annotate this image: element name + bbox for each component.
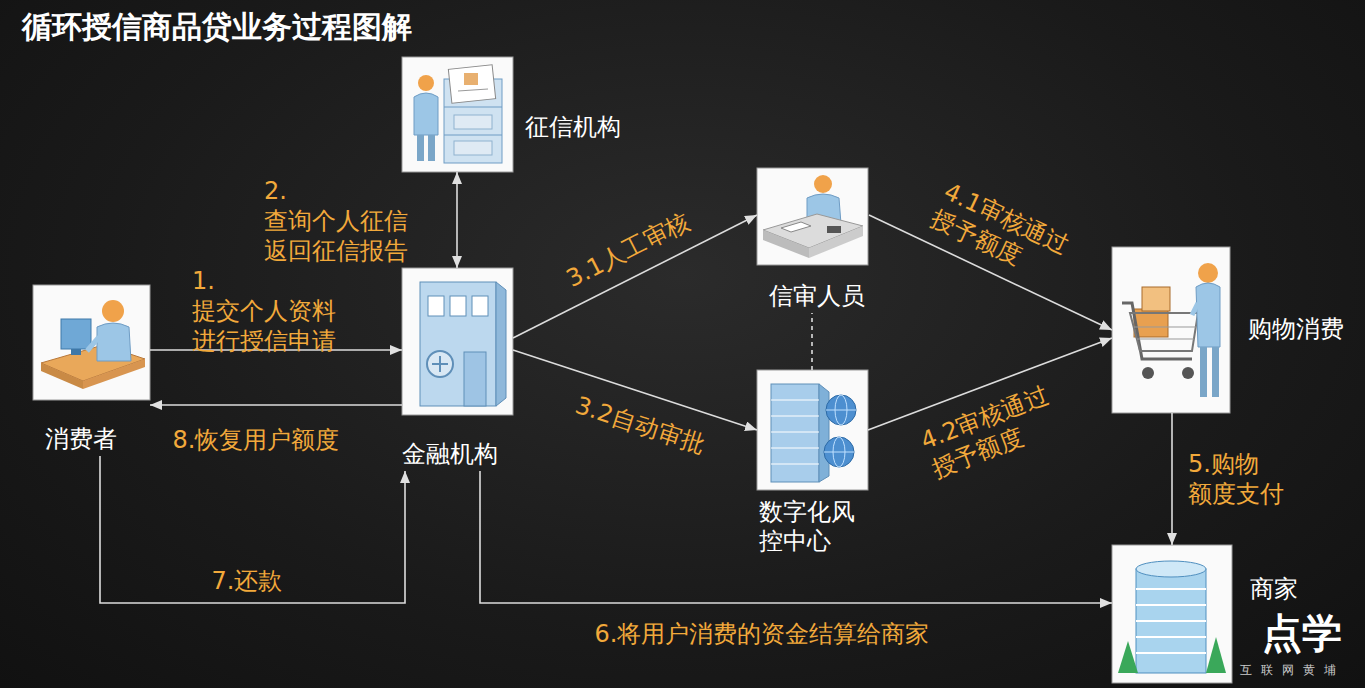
edge-label-holder: 7.还款 (212, 566, 283, 596)
diagram-title: 循环授信商品贷业务过程图解 (22, 8, 412, 46)
watermark-logo: 点学 (1262, 610, 1342, 656)
actor-node: 信审人员 (757, 168, 869, 313)
node-label: 购物消费 (1248, 315, 1344, 344)
edge-label: 7.还款 (212, 566, 283, 596)
actor-node: 金融机构 (402, 268, 513, 471)
node-label: 消费者 (45, 425, 117, 454)
reviewer-icon (757, 168, 868, 265)
flow-arrow (480, 471, 1112, 603)
edge-label-holder: 4.1审核通过 授予额度 (927, 176, 1074, 287)
flow-arrow (1171, 413, 1173, 545)
actor-node: 数字化风 控中心 (757, 370, 868, 558)
node-label: 商家 (1250, 575, 1298, 604)
edge-label: 3.2自动审批 (572, 390, 709, 460)
node-label: 数字化风 控中心 (759, 498, 855, 556)
edge-label-holder: 4.2审核通过 授予额度 (917, 380, 1064, 484)
agency-icon (402, 57, 513, 172)
edge-label-holder: 8.恢复用户额度 (173, 425, 340, 455)
edge-label-holder: 1.提交个人资料 进行授信申请 (192, 266, 336, 356)
node-label: 金融机构 (402, 440, 498, 469)
edge-label: 4.1审核通过 授予额度 (927, 176, 1074, 287)
flow-arrow (150, 404, 402, 406)
actor-node: 消费者 (33, 285, 150, 456)
label-holder: 互联网黄埔 (1240, 664, 1345, 678)
node-label: 征信机构 (525, 113, 621, 142)
edge-label-holder: 5.购物 额度支付 (1188, 449, 1284, 509)
flow-arrow (100, 456, 405, 603)
dashed-link (811, 313, 813, 370)
edge-label: 8.恢复用户额度 (173, 425, 340, 455)
edge-label: 2.查询个人征信 返回征信报告 (264, 176, 408, 266)
edge-label: 1.提交个人资料 进行授信申请 (192, 266, 336, 356)
watermark-text: 互联网黄埔 (1240, 664, 1345, 678)
bank-icon (402, 268, 513, 415)
risk-center-icon (757, 370, 868, 490)
edge-label-holder: 6.将用户消费的资金结算给商家 (595, 619, 930, 649)
merchant-icon (1112, 545, 1232, 683)
edge-label-holder: 2.查询个人征信 返回征信报告 (264, 176, 408, 266)
actor-node: 购物消费 (1112, 247, 1348, 413)
label-holder: 点学 (1262, 610, 1342, 656)
consumer-icon (33, 285, 150, 400)
edge-label: 4.2审核通过 授予额度 (917, 380, 1064, 484)
edge-label: 6.将用户消费的资金结算给商家 (595, 619, 930, 649)
shopping-icon (1112, 247, 1230, 413)
edge-label: 5.购物 额度支付 (1188, 449, 1284, 509)
node-label: 信审人员 (769, 282, 865, 311)
actor-node: 征信机构 (402, 57, 625, 172)
edge-label-holder: 3.2自动审批 (572, 390, 709, 460)
flow-arrow (456, 172, 458, 268)
